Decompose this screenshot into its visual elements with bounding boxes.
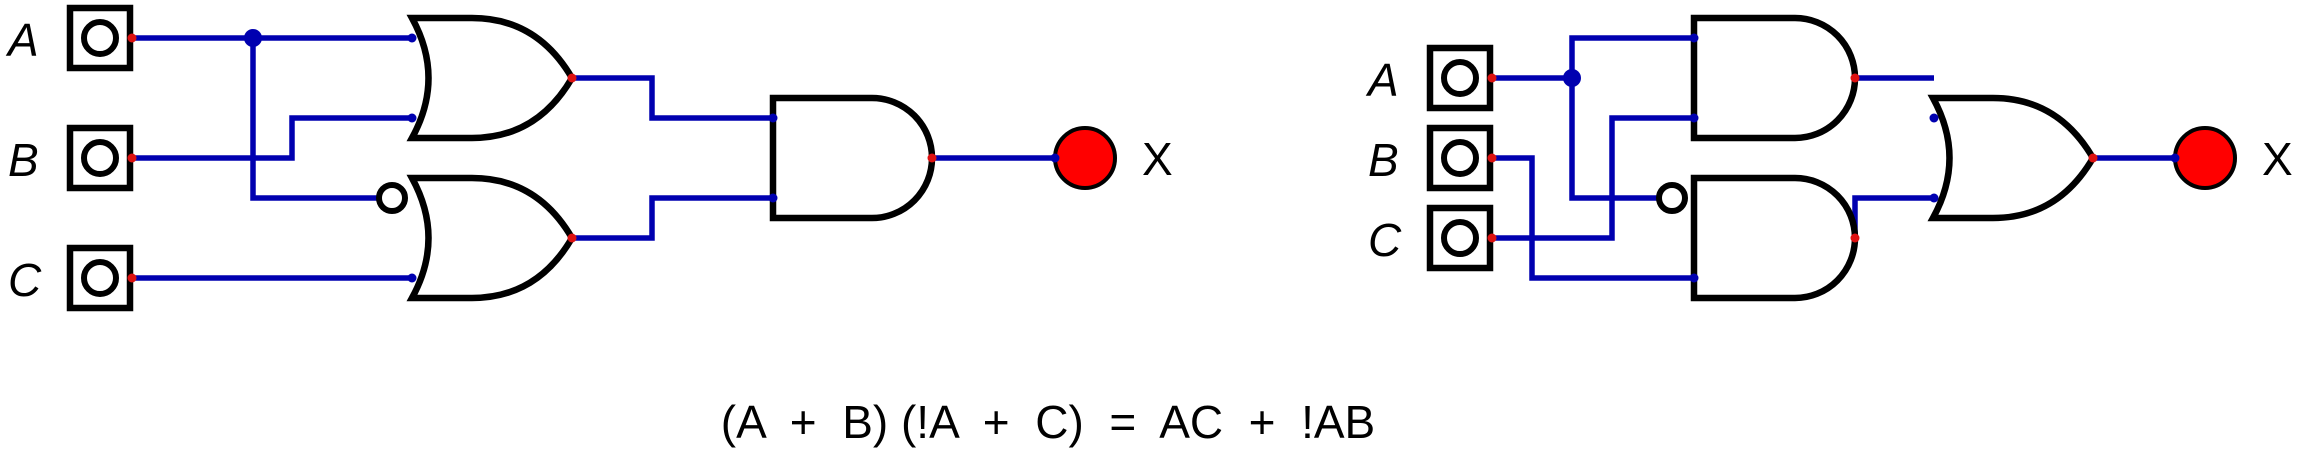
left-wire-or1-to-and <box>572 75 770 121</box>
right-label-a: A <box>1365 54 1399 106</box>
right-wire-a-up <box>1569 35 1694 78</box>
right-pin-in-and2-b <box>1689 273 1699 283</box>
right-pin-out-c <box>1487 233 1497 243</box>
left-pin-out-c <box>127 273 137 283</box>
right-label-b: B <box>1368 134 1399 186</box>
left-label-a: A <box>5 14 39 66</box>
left-or-gate-2 <box>406 174 576 302</box>
left-pin-out-and <box>927 153 937 163</box>
left-pin-out-a <box>127 33 137 43</box>
left-wire-a-branch <box>250 38 378 201</box>
left-pin-in-or1-a <box>407 33 417 43</box>
right-output-label: X <box>2262 133 2293 185</box>
right-pin-in-and1-a <box>1689 33 1699 43</box>
right-input-c[interactable] <box>1426 204 1494 272</box>
right-output-lamp[interactable] <box>2173 126 2237 190</box>
left-input-a[interactable] <box>66 4 134 72</box>
left-label-c: C <box>8 254 42 306</box>
right-wire-b <box>1492 155 1694 281</box>
left-pin-out-or2 <box>567 233 577 243</box>
left-or-gate-1 <box>406 14 576 142</box>
left-pin-in-lamp <box>1050 153 1060 163</box>
left-input-c[interactable] <box>66 244 134 312</box>
left-input-b[interactable] <box>66 124 134 192</box>
right-wire-c <box>1492 115 1694 241</box>
right-pin-out-a <box>1487 73 1497 83</box>
left-output-lamp[interactable] <box>1053 126 1117 190</box>
right-pin-out-and2 <box>1850 233 1860 243</box>
left-pin-in-and-1 <box>768 113 778 123</box>
right-and-gate-2 <box>1690 174 1859 302</box>
left-pin-in-or2-c <box>407 273 417 283</box>
left-pin-in-and-2 <box>768 193 778 203</box>
left-circuit: A B C X <box>5 4 1173 312</box>
right-pin-in-lamp <box>2170 153 2180 163</box>
right-label-c: C <box>1368 214 1402 266</box>
left-pin-in-or1-b <box>407 113 417 123</box>
right-wire-and2-to-or <box>1852 195 1934 238</box>
right-and-gate-1 <box>1690 14 1859 142</box>
left-wire-b <box>132 115 412 161</box>
right-wire-a <box>1492 75 1658 201</box>
right-circuit: A B C X <box>1365 14 2293 302</box>
right-pin-in-or-2 <box>1929 193 1939 203</box>
right-pin-out-b <box>1487 153 1497 163</box>
left-inverter-bubble <box>376 182 408 214</box>
right-or-gate <box>1927 94 2097 222</box>
right-inverter-bubble <box>1656 182 1688 214</box>
right-pin-in-and1-c <box>1689 113 1699 123</box>
right-junction-dot <box>1563 69 1581 87</box>
boolean-equation: (A + B) (!A + C) = AC + !AB <box>721 396 1375 448</box>
left-pin-out-or1 <box>567 73 577 83</box>
left-junction-dot <box>244 29 262 47</box>
right-pin-out-or <box>2088 153 2098 163</box>
right-pin-in-or-1 <box>1929 113 1939 123</box>
left-pin-out-b <box>127 153 137 163</box>
left-label-b: B <box>8 134 39 186</box>
left-wire-or2-to-and <box>572 195 770 241</box>
right-input-b[interactable] <box>1426 124 1494 192</box>
left-and-gate <box>769 94 936 222</box>
right-input-a[interactable] <box>1426 44 1494 112</box>
right-pin-out-and1 <box>1850 73 1860 83</box>
left-output-label: X <box>1142 133 1173 185</box>
